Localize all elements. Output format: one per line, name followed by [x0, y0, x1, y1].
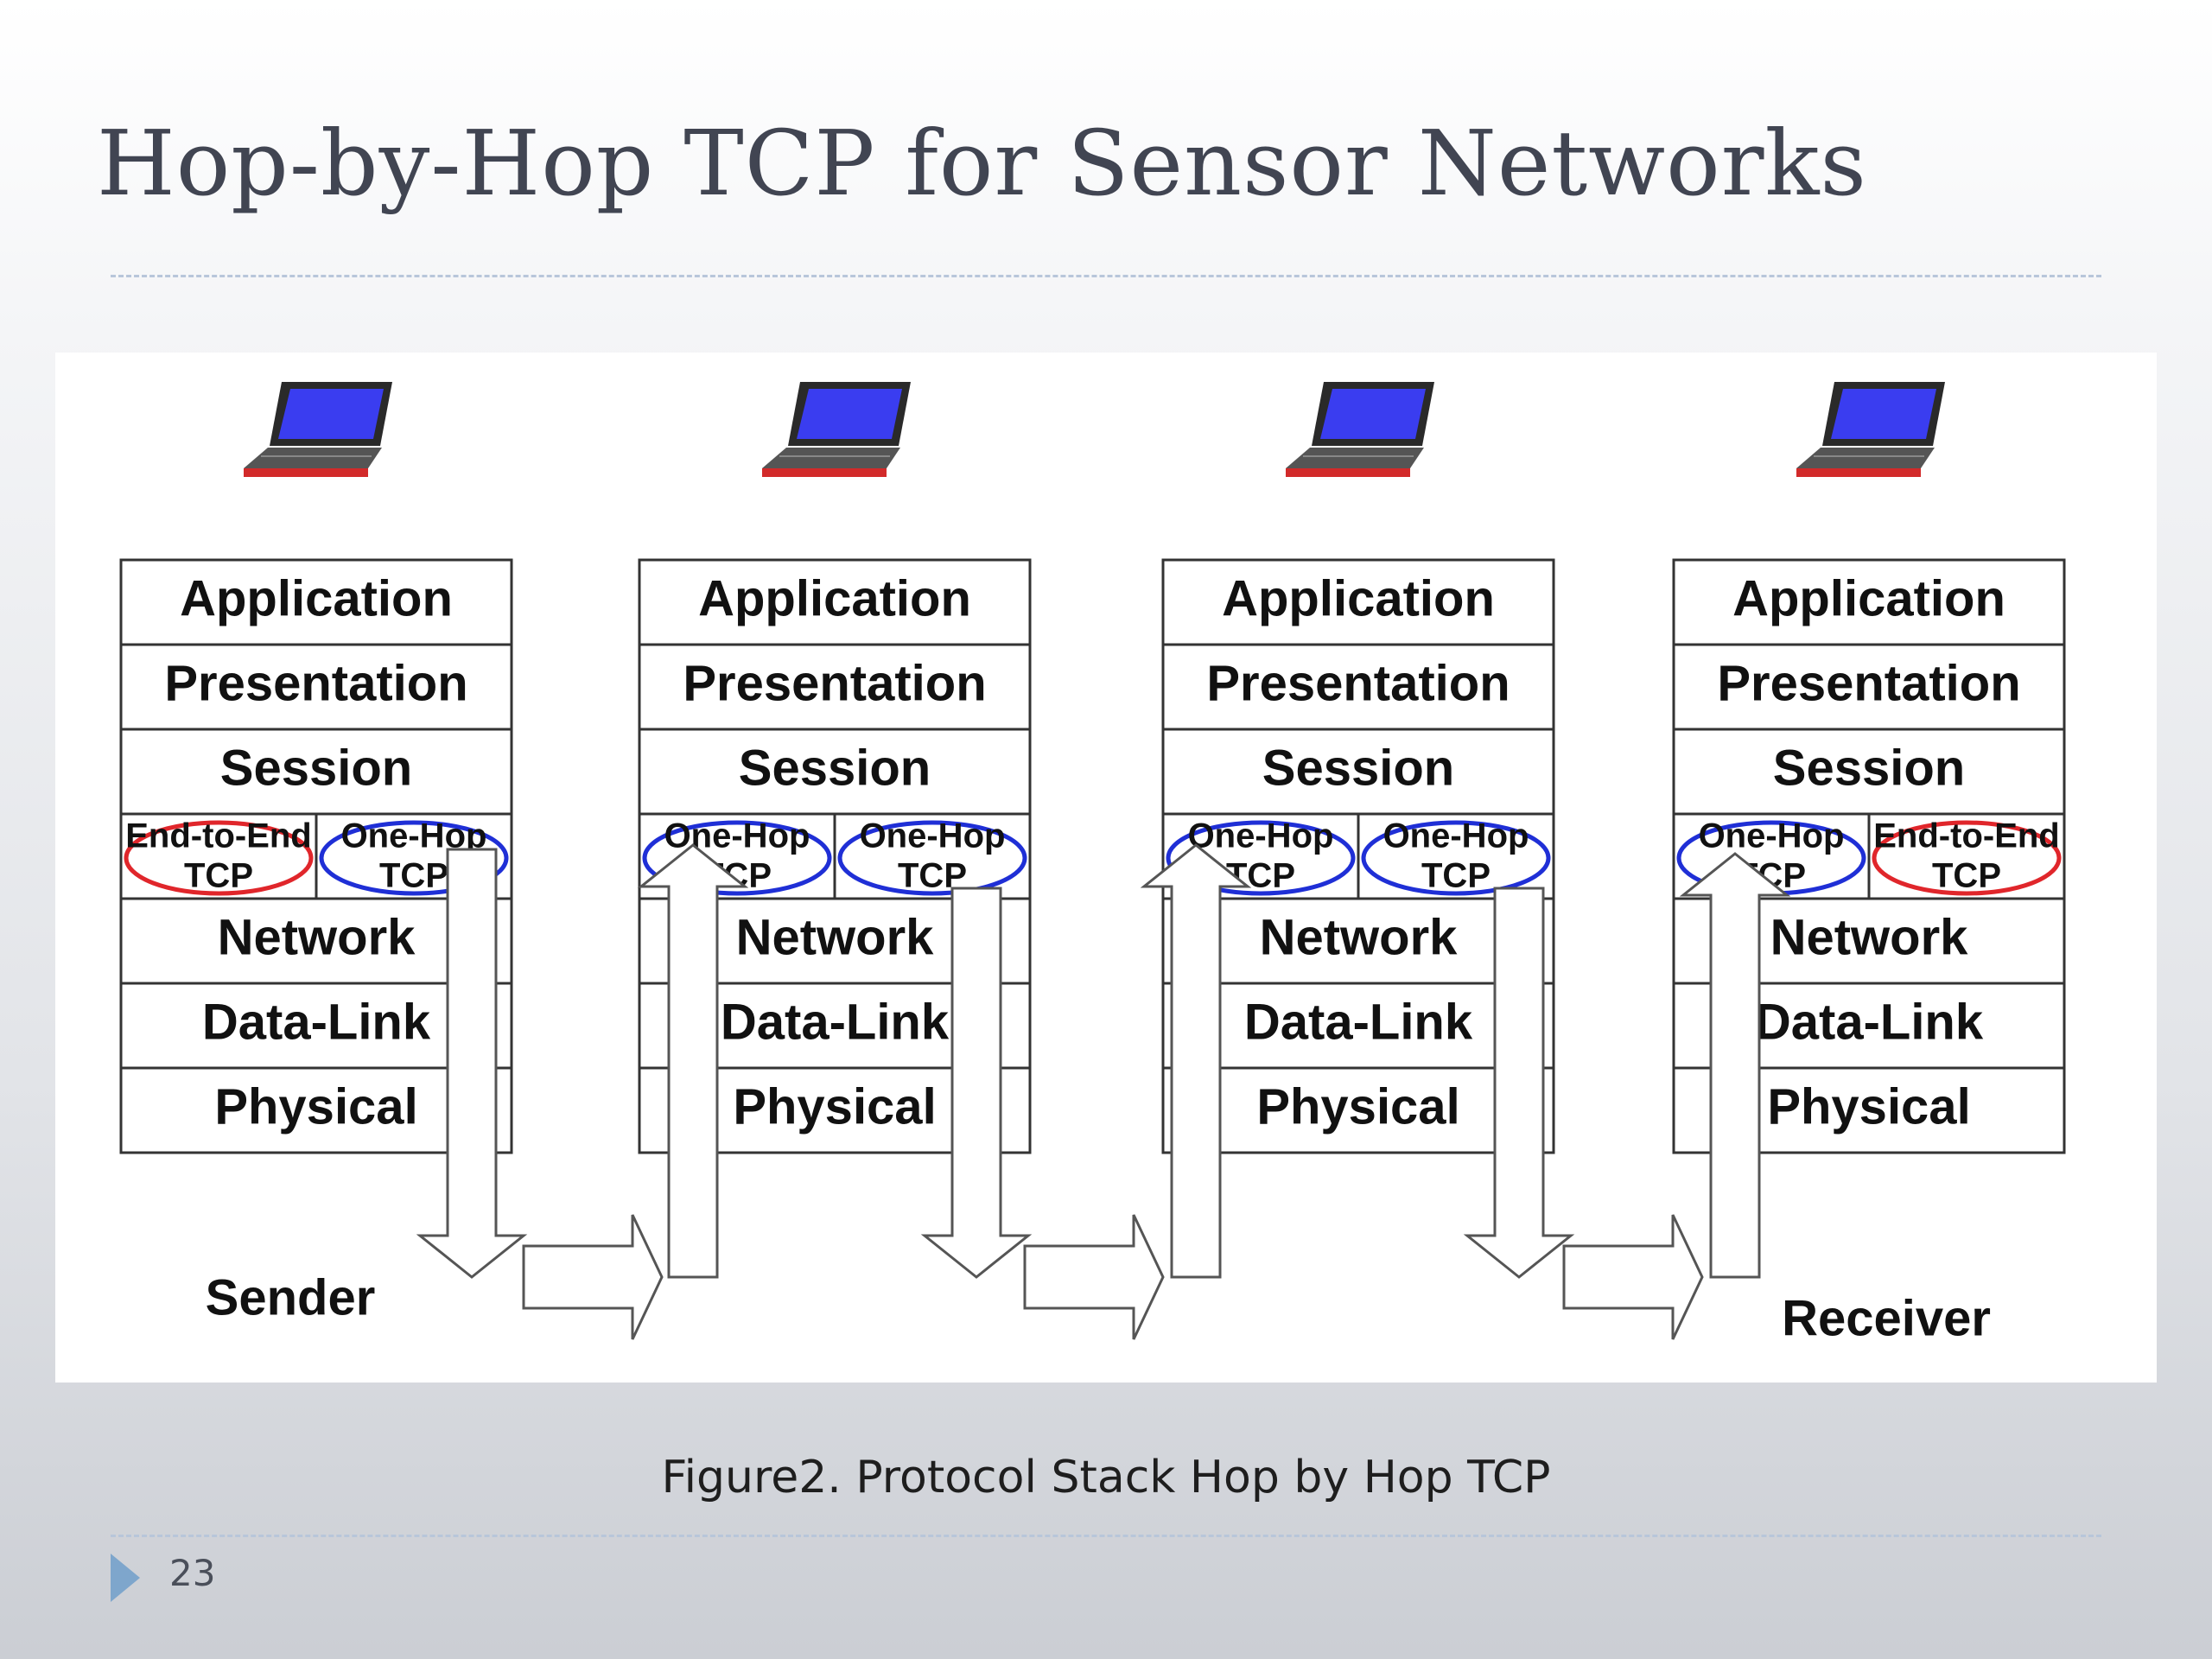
transport-label-line1: One-Hop: [1188, 817, 1334, 855]
figure-caption: Figure2. Protocol Stack Hop by Hop TCP: [661, 1452, 1551, 1503]
layer-label: Physical: [733, 1078, 936, 1135]
layer-label: Data-Link: [1755, 994, 1984, 1050]
transport-ring: [642, 820, 832, 896]
page-marker-icon: [111, 1554, 140, 1602]
layer-label: Session: [739, 740, 931, 796]
down-arrow: [920, 887, 1033, 1279]
up-arrow: [1679, 852, 1791, 1279]
right-arrow: [1023, 1214, 1165, 1340]
transport-label-line2: TCP: [379, 857, 448, 895]
transport-ring: [837, 820, 1027, 896]
layer-label: Application: [1732, 570, 2005, 626]
layer-label: Network: [1260, 909, 1459, 965]
layer-label: Data-Link: [202, 994, 431, 1050]
layer-label: Network: [736, 909, 935, 965]
layer-label: Presentation: [1717, 655, 2020, 711]
transport-ring: [1361, 820, 1551, 896]
node-label: Receiver: [1782, 1290, 1991, 1346]
laptop-base: [762, 468, 887, 477]
layer-label: Data-Link: [721, 994, 950, 1050]
layer-label: Physical: [214, 1078, 417, 1135]
transport-ring: [1872, 820, 2062, 896]
down-arrow: [1463, 887, 1575, 1279]
transport-label-line2: TCP: [1932, 857, 2001, 895]
laptop-keyboard: [244, 448, 382, 468]
laptop-base: [244, 468, 368, 477]
protocol-stack-1: ApplicationPresentationSessionEnd-to-End…: [119, 558, 513, 1325]
transport-ring: [319, 820, 509, 896]
laptop-icon: [1286, 382, 1434, 477]
layer-label: Network: [1770, 909, 1969, 965]
laptop-icon: [244, 382, 392, 477]
transport-label-line1: One-Hop: [1699, 817, 1845, 855]
slide-title: Hop-by-Hop TCP for Sensor Networks: [97, 111, 1867, 216]
transport-label-line1: End-to-End: [125, 817, 312, 855]
laptop-icon: [762, 382, 911, 477]
laptop-screen: [1831, 389, 1936, 439]
transport-label-line2: TCP: [184, 857, 253, 895]
transport-label-line1: One-Hop: [860, 817, 1006, 855]
layer-label: Application: [698, 570, 971, 626]
up-arrow: [1140, 843, 1252, 1279]
down-arrow: [416, 848, 528, 1279]
layer-label: Application: [180, 570, 453, 626]
laptop-icon: [1796, 382, 1945, 477]
right-arrow: [522, 1214, 664, 1340]
right-arrow: [1562, 1214, 1704, 1340]
laptop-keyboard: [1286, 448, 1424, 468]
transport-ring: [124, 820, 314, 896]
layer-label: Session: [1773, 740, 1965, 796]
layer-label: Presentation: [164, 655, 467, 711]
laptop-screen: [278, 389, 384, 439]
laptop-keyboard: [762, 448, 900, 468]
layer-label: Data-Link: [1244, 994, 1473, 1050]
up-arrow: [637, 843, 749, 1279]
laptop-base: [1286, 468, 1410, 477]
page-number: 23: [169, 1552, 216, 1594]
transport-label-line2: TCP: [1421, 857, 1491, 895]
layer-label: Session: [220, 740, 412, 796]
node-label: Sender: [206, 1269, 376, 1325]
laptop-screen: [797, 389, 902, 439]
laptop-keyboard: [1796, 448, 1935, 468]
layer-label: Network: [218, 909, 416, 965]
transport-label-line2: TCP: [1226, 857, 1295, 895]
layer-label: Application: [1222, 570, 1495, 626]
layer-label: Physical: [1767, 1078, 1970, 1135]
layer-label: Session: [1262, 740, 1454, 796]
layer-label: Physical: [1256, 1078, 1459, 1135]
transport-label-line1: One-Hop: [1383, 817, 1529, 855]
footer-divider: [111, 1535, 2101, 1537]
transport-ring: [1166, 820, 1356, 896]
protocol-stack-diagram: ApplicationPresentationSessionEnd-to-End…: [119, 382, 2066, 1346]
transport-label-line1: End-to-End: [1873, 817, 2060, 855]
laptop-base: [1796, 468, 1921, 477]
protocol-stack-3: ApplicationPresentationSessionOne-HopTCP…: [1161, 558, 1555, 1154]
laptop-screen: [1320, 389, 1426, 439]
title-divider: [111, 275, 2101, 277]
layer-label: Presentation: [1206, 655, 1510, 711]
layer-label: Presentation: [683, 655, 986, 711]
